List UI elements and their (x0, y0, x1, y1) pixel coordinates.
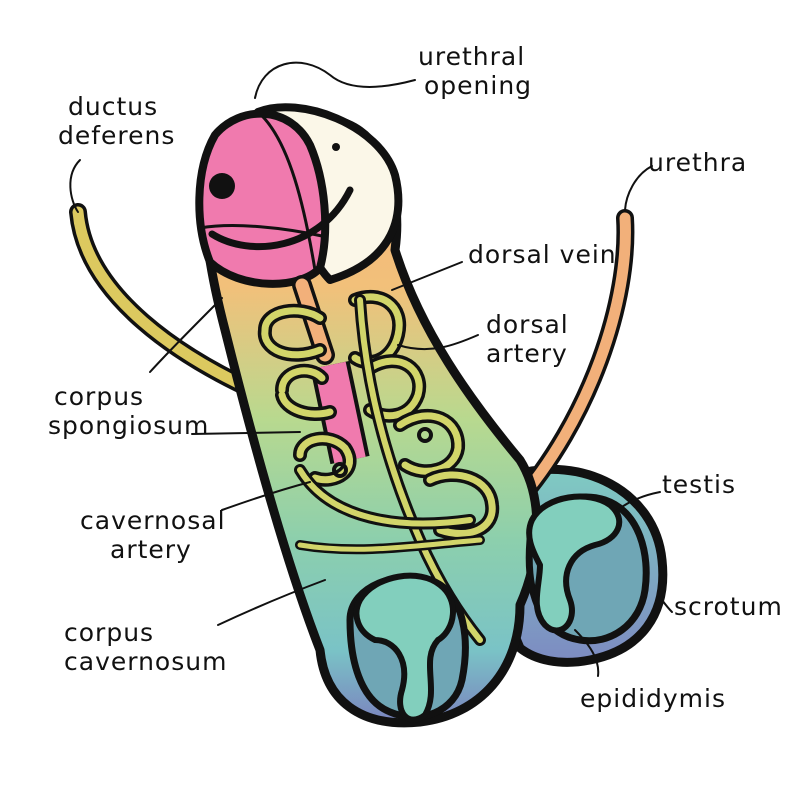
leader-ductus-deferens (69, 159, 81, 213)
glans-section (195, 109, 330, 288)
leader-urethra (624, 165, 653, 211)
leader-dorsal-vein (391, 261, 463, 291)
leader-corpus-spongiosum-1 (149, 297, 223, 373)
eye-right (332, 143, 340, 151)
label-corpus-cavernosum: corpus cavernosum (64, 618, 228, 676)
label-cavernosal-artery: cavernosal artery (80, 506, 226, 564)
label-testis: testis (662, 470, 736, 499)
label-dorsal-vein: dorsal vein (468, 240, 617, 269)
leader-lines (69, 61, 673, 677)
leader-urethral-opening (254, 61, 416, 99)
epididymis-right (526, 493, 623, 634)
label-epididymis: epididymis (580, 684, 726, 713)
leader-corpus-spongiosum-2 (191, 431, 301, 435)
epididymis-left (353, 572, 456, 723)
leader-testis (614, 491, 661, 513)
leader-cavernosal-artery (221, 481, 311, 511)
leader-scrotum (661, 599, 673, 613)
label-scrotum: scrotum (674, 592, 783, 621)
eye-left (209, 173, 235, 199)
label-corpus-spongiosum: corpus spongiosum (48, 382, 210, 440)
label-urethra: urethra (648, 148, 748, 177)
label-ductus-deferens: ductus deferens (58, 92, 176, 150)
label-urethral-opening: urethral opening (418, 42, 533, 100)
smile (208, 186, 354, 251)
leader-corpus-cavernosum (217, 579, 326, 626)
leader-dorsal-artery (397, 334, 479, 351)
label-dorsal-artery: dorsal artery (486, 310, 569, 368)
leader-epididymis (574, 629, 600, 677)
